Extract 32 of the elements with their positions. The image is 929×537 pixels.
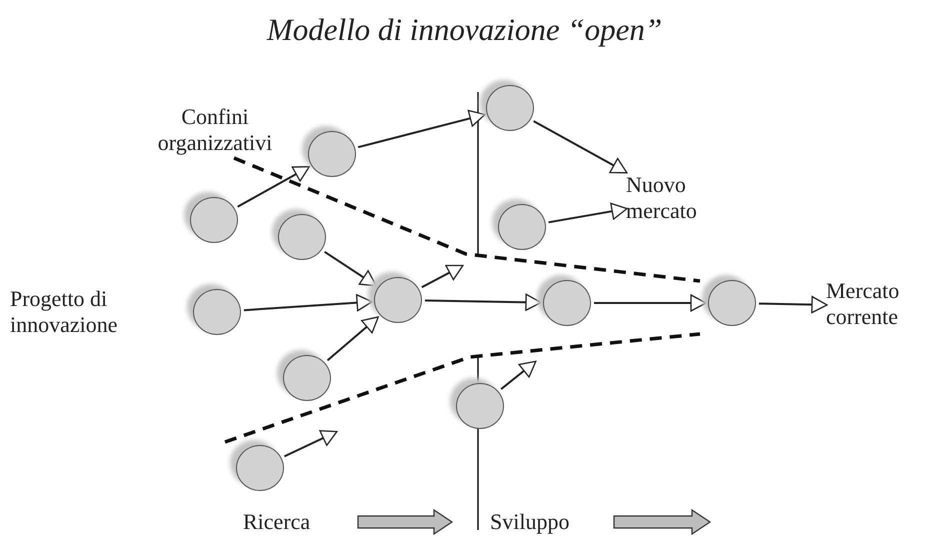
arrow (237, 166, 310, 208)
diagram-title: Modello di innovazione “open” (266, 12, 664, 48)
arrow (284, 430, 338, 458)
arrow (324, 250, 377, 286)
circle-node (498, 204, 546, 250)
circle-node (193, 289, 241, 335)
circle-node (543, 280, 591, 326)
circle-node (190, 197, 238, 243)
arrow (533, 120, 628, 174)
phase-label: Ricerca (243, 509, 312, 535)
circle-node (486, 85, 534, 131)
arrow (358, 110, 486, 148)
arrow (548, 202, 628, 224)
circle-node (283, 355, 331, 401)
circle-node (236, 445, 284, 491)
market-label: Mercato corrente (826, 278, 929, 330)
circle-node (308, 131, 356, 177)
arrow (326, 316, 379, 362)
circle-node (708, 280, 756, 326)
arrow (500, 360, 536, 390)
circle-node (374, 277, 422, 323)
boundary-label: Confini organizzativi (156, 104, 274, 156)
arrow (421, 264, 464, 288)
market-label: Nuovo mercato (626, 172, 726, 224)
arrow (594, 294, 707, 312)
phase-label: Sviluppo (490, 509, 570, 535)
arrow (244, 294, 373, 312)
arrow (424, 294, 542, 311)
arrow (758, 296, 828, 314)
project-label: Progetto di innovazione (10, 286, 119, 338)
circle-node (278, 214, 326, 260)
circle-node (456, 383, 504, 429)
